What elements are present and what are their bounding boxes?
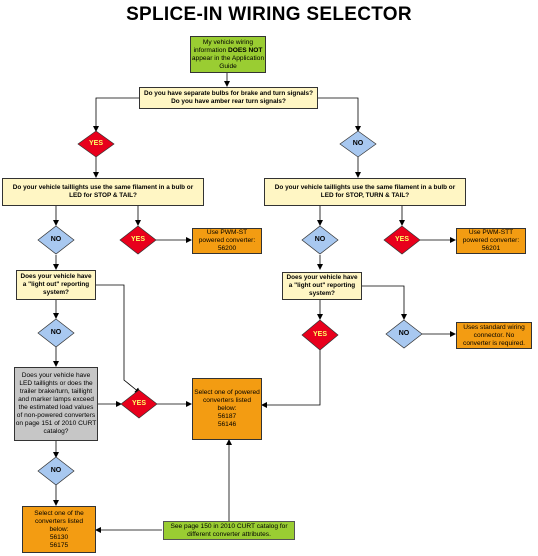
yes-label-qleft: YES [130, 236, 145, 243]
diagram-title: SPLICE-IN WIRING SELECTOR [126, 4, 412, 25]
question-filament-stop-tail: Do your vehicle taillights use the same … [2, 178, 204, 206]
decision-yes-center [120, 389, 158, 419]
decision-no-qleft [37, 225, 75, 255]
connector-right-yes-powered [261, 350, 321, 408]
connector-q1-yes [93, 97, 140, 132]
decision-no-lightout-left [37, 318, 75, 348]
no-label-qright: NO [314, 236, 326, 243]
result-standard-wiring: Uses standard wiring connector. No conve… [456, 322, 532, 349]
result-pwm-stt: Use PWM-STT powered converter: 56201 [456, 228, 526, 254]
yes-label-center: YES [131, 400, 146, 407]
result-nonpowered-converters: Select one of the converters listed belo… [22, 506, 96, 553]
yes-label-qright: YES [394, 236, 409, 243]
result-powered-converters: Select one of powered converters listed … [192, 378, 262, 440]
connector-q1-no [318, 97, 361, 132]
no-label-lightout-left: NO [50, 329, 62, 336]
no-label-lightout-right: NO [398, 330, 410, 337]
connector-lightout-right-no [362, 285, 407, 320]
decision-yes-lightout-right [301, 319, 339, 351]
decision-yes-qleft [119, 225, 157, 255]
decision-no-qright [301, 225, 339, 255]
connector-lightout-left-yes [96, 284, 141, 394]
question-light-out-right: Does your vehicle have a "light out" rep… [282, 272, 362, 300]
question-separate-bulbs: Do you have separate bulbs for brake and… [139, 87, 318, 109]
decision-no-ledq [37, 456, 75, 486]
note-catalog-page: See page 150 in 2010 CURT catalog for di… [163, 521, 295, 540]
no-label-ledq: NO [50, 467, 62, 474]
no-label-q1: NO [352, 140, 364, 147]
result-pwm-st: Use PWM-ST powered converter: 56200 [192, 228, 262, 254]
decision-yes-q1 [77, 130, 115, 158]
question-light-out-left: Does your vehicle have a "light out" rep… [16, 270, 96, 300]
question-led-taillights: Does your vehicle have LED taillights or… [14, 367, 98, 441]
decision-yes-qright [383, 225, 421, 255]
no-label-qleft: NO [50, 236, 62, 243]
decision-no-lightout-right [385, 319, 423, 349]
question-filament-stop-turn-tail: Do your vehicle taillights use the same … [264, 178, 466, 206]
yes-label-q1: YES [88, 140, 103, 147]
start-box: My vehicle wiring information DOES NOT a… [190, 36, 266, 73]
decision-no-q1 [339, 130, 377, 158]
yes-label-lightout-right: YES [312, 331, 327, 338]
